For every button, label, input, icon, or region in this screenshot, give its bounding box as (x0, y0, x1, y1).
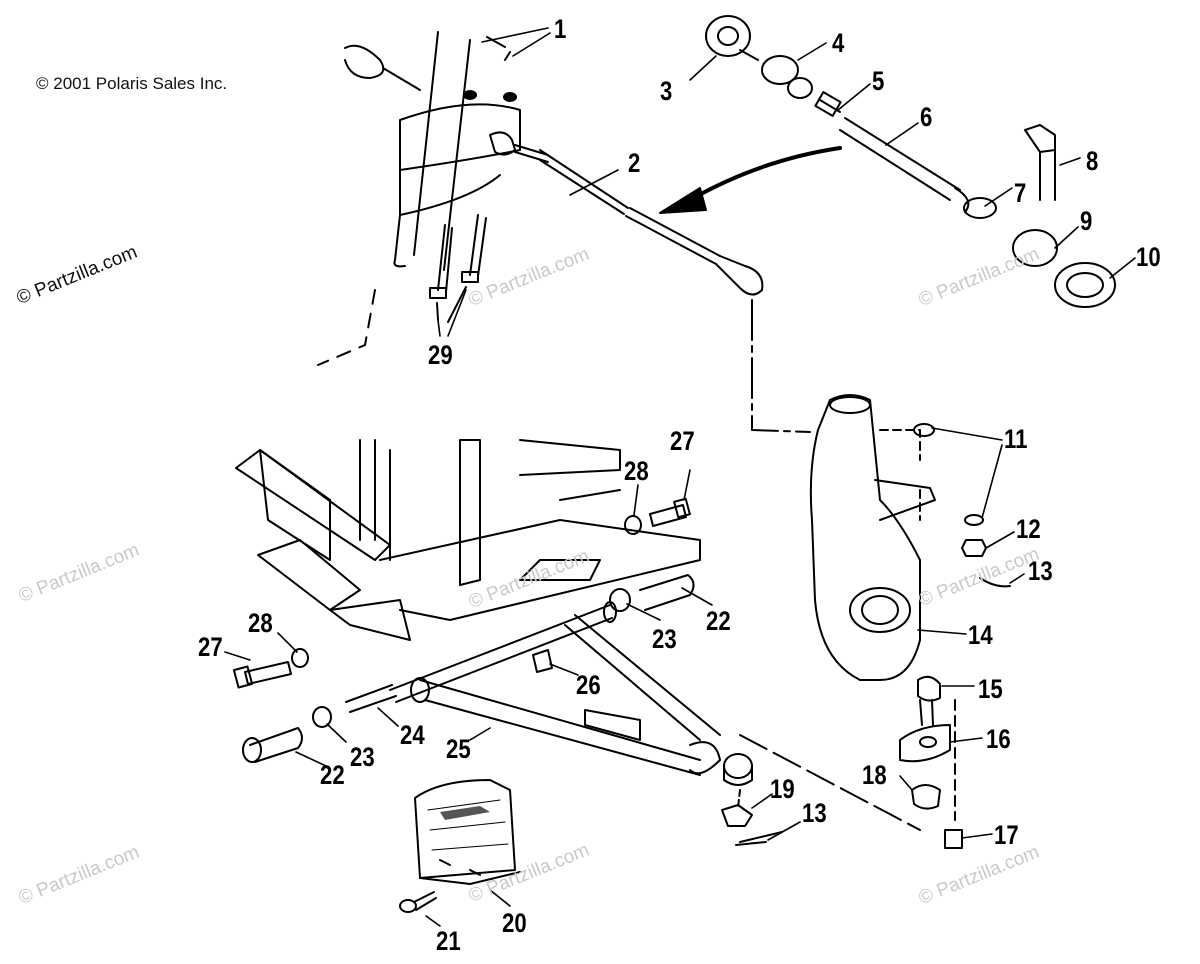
direction-arrow (659, 146, 842, 214)
callout-27b: 27 (198, 632, 223, 662)
callout-29: 29 (428, 340, 453, 370)
callout-22b: 22 (320, 760, 345, 790)
callout-12: 12 (1016, 514, 1041, 544)
callout-23: 23 (652, 624, 677, 654)
frame-section (235, 439, 701, 641)
knuckle-hardware (899, 423, 1011, 849)
leader-lines (224, 27, 1136, 927)
callout-1: 1 (554, 14, 567, 44)
callout-28b: 28 (248, 608, 273, 638)
screw (399, 891, 437, 913)
tie-rod-parts (705, 15, 1116, 308)
callout-17: 17 (994, 820, 1019, 850)
callout-28: 28 (624, 456, 649, 486)
callout-2: 2 (628, 148, 641, 178)
callout-24: 24 (400, 720, 425, 750)
callout-13b: 13 (802, 798, 827, 828)
skid-plate (414, 779, 521, 885)
callout-7: 7 (1014, 178, 1027, 208)
callout-20: 20 (502, 908, 527, 938)
callout-16: 16 (986, 724, 1011, 754)
spindle-knuckle (809, 394, 936, 681)
copyright-text: © 2001 Polaris Sales Inc. (36, 74, 228, 93)
callout-4: 4 (832, 28, 845, 58)
a-arm (389, 601, 921, 846)
callout-13: 13 (1028, 556, 1053, 586)
callout-19: 19 (770, 774, 795, 804)
frame-hardware (232, 497, 695, 763)
callout-15: 15 (978, 674, 1003, 704)
callout-6: 6 (920, 102, 933, 132)
callout-8: 8 (1086, 146, 1099, 176)
callout-26: 26 (576, 670, 601, 700)
callout-14: 14 (968, 620, 993, 650)
callout-5: 5 (872, 66, 885, 96)
steering-post-group (317, 31, 521, 366)
callout-22: 22 (706, 606, 731, 636)
callout-9: 9 (1080, 206, 1093, 236)
callout-25: 25 (446, 734, 471, 764)
callout-11: 11 (1004, 424, 1028, 454)
callout-23b: 23 (350, 742, 375, 772)
callout-27: 27 (670, 426, 695, 456)
callout-3: 3 (660, 76, 673, 106)
tie-rod (489, 131, 811, 433)
callout-10: 10 (1136, 242, 1161, 272)
callout-21: 21 (436, 926, 461, 956)
callout-18: 18 (862, 760, 887, 790)
